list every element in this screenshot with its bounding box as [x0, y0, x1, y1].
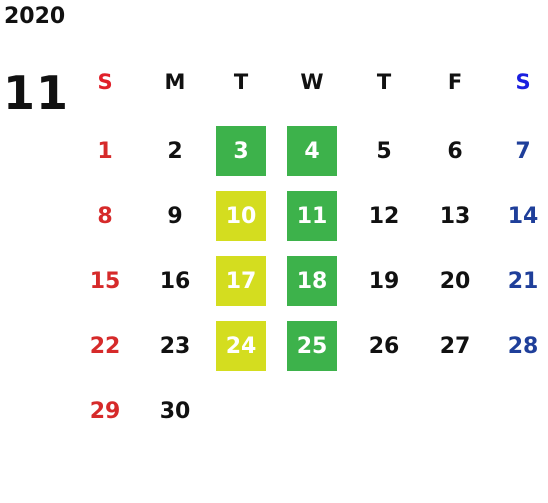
day-cell-3[interactable]: 3 [216, 126, 266, 176]
day-cell-14[interactable]: 14 [507, 203, 539, 229]
day-cell-27[interactable]: 27 [439, 333, 471, 359]
day-cell-8[interactable]: 8 [97, 203, 113, 229]
month-number: 11 [3, 66, 70, 120]
day-cell-17[interactable]: 17 [216, 256, 266, 306]
day-cell-16[interactable]: 16 [159, 268, 191, 294]
weekday-header-mon: M [164, 70, 186, 94]
weekday-header-sat: S [515, 70, 531, 94]
day-cell-2[interactable]: 2 [167, 138, 183, 164]
day-cell-15[interactable]: 15 [89, 268, 121, 294]
day-cell-18[interactable]: 18 [287, 256, 337, 306]
day-cell-6[interactable]: 6 [447, 138, 463, 164]
day-cell-5[interactable]: 5 [376, 138, 392, 164]
weekday-header-fri: F [447, 70, 463, 94]
weekday-header-sun: S [97, 70, 113, 94]
weekday-header-wed: W [300, 70, 324, 94]
day-cell-1[interactable]: 1 [97, 138, 113, 164]
day-cell-20[interactable]: 20 [439, 268, 471, 294]
day-cell-24[interactable]: 24 [216, 321, 266, 371]
day-cell-9[interactable]: 9 [167, 203, 183, 229]
year-label: 2020 [4, 4, 66, 29]
day-cell-19[interactable]: 19 [368, 268, 400, 294]
weekday-header-thu: T [376, 70, 392, 94]
day-cell-7[interactable]: 7 [515, 138, 531, 164]
day-cell-11[interactable]: 11 [287, 191, 337, 241]
day-cell-26[interactable]: 26 [368, 333, 400, 359]
day-cell-30[interactable]: 30 [159, 398, 191, 424]
day-cell-10[interactable]: 10 [216, 191, 266, 241]
day-cell-4[interactable]: 4 [287, 126, 337, 176]
day-cell-23[interactable]: 23 [159, 333, 191, 359]
weekday-header-tue: T [233, 70, 249, 94]
day-cell-29[interactable]: 29 [89, 398, 121, 424]
day-cell-21[interactable]: 21 [507, 268, 539, 294]
day-cell-13[interactable]: 13 [439, 203, 471, 229]
day-cell-28[interactable]: 28 [507, 333, 539, 359]
day-cell-25[interactable]: 25 [287, 321, 337, 371]
day-cell-12[interactable]: 12 [368, 203, 400, 229]
day-cell-22[interactable]: 22 [89, 333, 121, 359]
